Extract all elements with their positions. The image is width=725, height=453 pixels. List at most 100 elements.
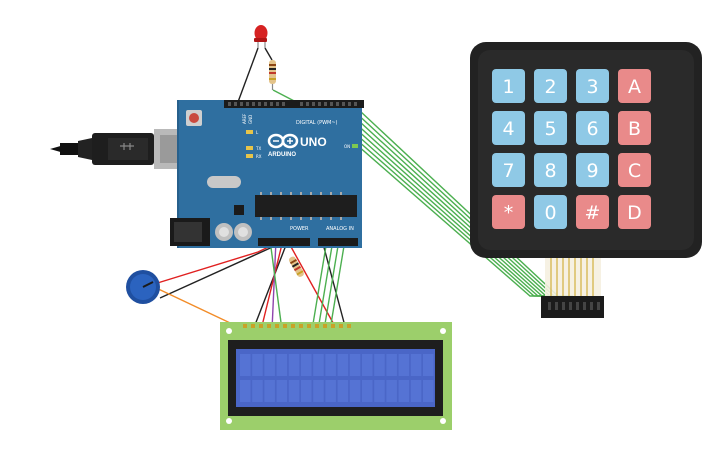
lcd-cell <box>313 380 324 402</box>
keypad-key-label: C <box>628 160 641 182</box>
arduino-logo-text: ARDUINO <box>268 152 296 158</box>
rx-led <box>246 154 253 158</box>
keypad-key[interactable]: 1 <box>492 69 525 103</box>
lcd-cell <box>264 380 275 402</box>
lcd-cell <box>362 354 373 376</box>
led-wire-resistor <box>264 47 273 61</box>
l-label: L <box>256 130 259 135</box>
digital-header <box>224 100 364 108</box>
keypad-key-face <box>576 153 609 187</box>
digital-label: DIGITAL (PWM~) <box>296 120 338 126</box>
wire-purple-lcd-rs <box>271 239 277 331</box>
lcd-cell <box>374 380 385 402</box>
keypad-key[interactable]: 5 <box>534 111 567 145</box>
keypad-key-label: # <box>585 202 601 224</box>
arduino-uno-board[interactable]: AREF GND DIGITAL (PWM~) L TX RX UNO ARDU… <box>170 100 364 248</box>
keypad-key[interactable]: * <box>492 195 525 229</box>
analog-header <box>318 238 358 246</box>
keypad-key-label: D <box>627 202 642 224</box>
resistor-led-icon[interactable] <box>269 60 276 90</box>
lcd-character-cells <box>240 354 434 402</box>
atmega-chip <box>255 195 357 217</box>
lcd-pins <box>243 324 351 328</box>
keypad-key-face <box>492 111 525 145</box>
keypad-key-face <box>534 195 567 229</box>
keypad-key-face <box>618 69 651 103</box>
lcd-cell <box>349 354 361 376</box>
keypad-key[interactable]: C <box>618 153 651 187</box>
wire-black-lcd-vss <box>252 239 289 331</box>
lcd-cell <box>325 354 336 376</box>
keypad-key-face <box>576 111 609 145</box>
lcd-cell <box>313 354 324 376</box>
keypad-key[interactable]: 0 <box>534 195 567 229</box>
l-led <box>246 130 253 134</box>
keypad-key[interactable]: 4 <box>492 111 525 145</box>
lcd-cell <box>337 354 349 376</box>
lcd-cell <box>325 380 336 402</box>
keypad-key[interactable]: B <box>618 111 651 145</box>
keypad-key-label: 3 <box>586 76 598 98</box>
aref-label: AREF <box>242 113 247 124</box>
lcd-cell <box>301 380 312 402</box>
lcd-cell <box>410 380 422 402</box>
keypad-key-face <box>492 69 525 103</box>
power-label: POWER <box>290 226 309 232</box>
keypad-key-face <box>492 195 525 229</box>
keypad-key[interactable]: 8 <box>534 153 567 187</box>
keypad-key[interactable]: 3 <box>576 69 609 103</box>
wire-green-lcd-e <box>269 239 283 331</box>
potentiometer-icon[interactable] <box>126 270 160 304</box>
lcd-cell <box>276 380 288 402</box>
keypad-key[interactable]: 2 <box>534 69 567 103</box>
lcd-data-wires <box>311 239 346 331</box>
arduino-logo-icon <box>267 133 299 149</box>
keypad-key-label: 0 <box>544 202 556 224</box>
keypad-key[interactable]: 9 <box>576 153 609 187</box>
keypad-key-face <box>534 153 567 187</box>
keypad-key-label: 1 <box>502 76 514 98</box>
wire-black-backlight <box>321 239 347 331</box>
lcd-cell <box>276 354 288 376</box>
wire-red-backlight <box>289 244 338 331</box>
uno-model-text: UNO <box>300 135 327 149</box>
keypad-key[interactable]: A <box>618 69 651 103</box>
lcd-cell <box>410 354 422 376</box>
keypad-key-face <box>534 111 567 145</box>
digital-pins <box>228 102 357 106</box>
keypad-key[interactable]: # <box>576 195 609 229</box>
keypad-key-label: 7 <box>502 160 514 182</box>
lcd-cell <box>423 354 434 376</box>
analog-label: ANALOG IN <box>326 226 354 232</box>
crystal <box>207 176 241 188</box>
lcd-cell <box>240 380 251 402</box>
lcd-cell <box>252 354 263 376</box>
lcd-16x2[interactable] <box>220 322 452 430</box>
resistor-backlight-icon[interactable] <box>288 255 305 278</box>
keypad-key-label: 2 <box>544 76 556 98</box>
keypad-key[interactable]: D <box>618 195 651 229</box>
lcd-cell <box>423 380 434 402</box>
led-wire-black <box>237 47 259 103</box>
keypad-connector <box>541 296 604 318</box>
tx-label: TX <box>255 146 261 151</box>
keypad-ribbon <box>545 258 601 296</box>
lcd-cell <box>398 354 410 376</box>
lcd-cell <box>240 354 251 376</box>
red-led-icon[interactable] <box>254 25 268 48</box>
lcd-cell <box>301 354 312 376</box>
keypad-key[interactable]: 6 <box>576 111 609 145</box>
keypad-key-face <box>534 69 567 103</box>
wire-black-gnd <box>159 239 289 299</box>
usb-cable-icon <box>50 129 198 169</box>
keypad-key-label: * <box>504 202 514 224</box>
lcd-cell <box>386 354 397 376</box>
wire-red-lcd-vdd <box>260 239 284 331</box>
keypad-key-label: 5 <box>544 118 556 140</box>
keypad-key-face <box>618 195 651 229</box>
keypad-key[interactable]: 7 <box>492 153 525 187</box>
lcd-cell <box>349 380 361 402</box>
keypad-key-face <box>618 153 651 187</box>
